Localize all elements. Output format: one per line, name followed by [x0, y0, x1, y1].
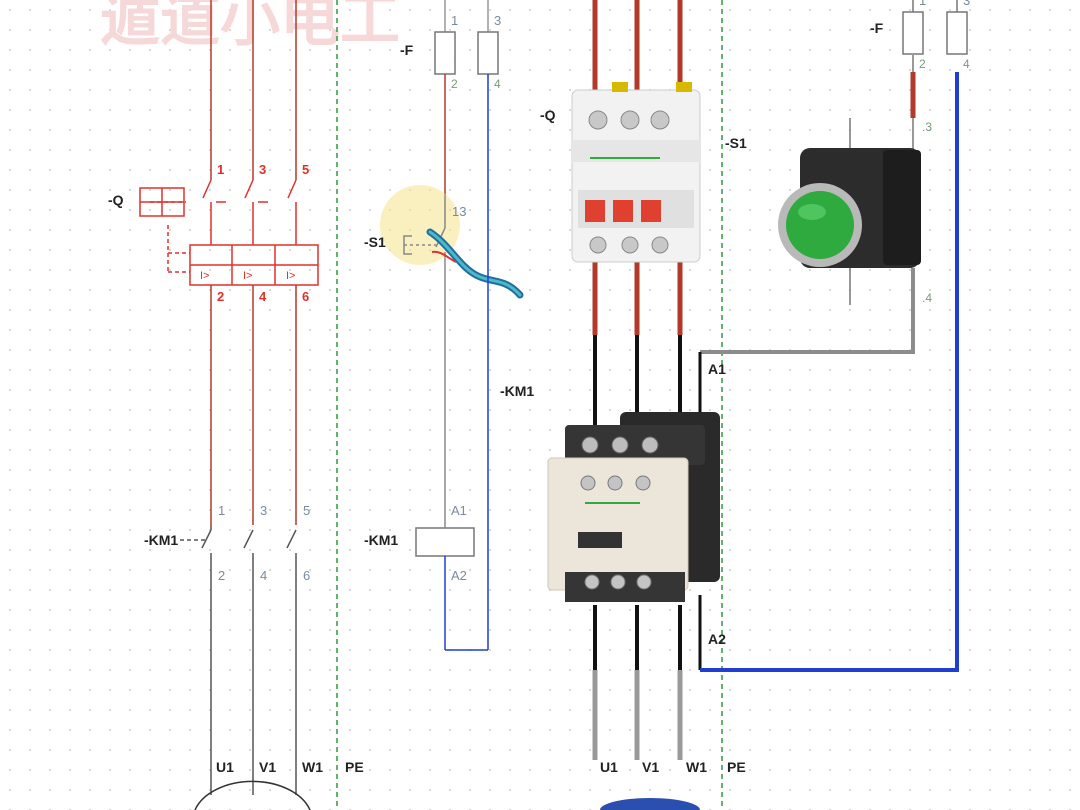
contactor-terminal-3: 3 [260, 503, 267, 518]
coil-a2-wire [700, 72, 959, 672]
control-fuse-terminal-1: 1 [451, 13, 458, 28]
pe-label: PE [345, 759, 364, 775]
physical-coil-a2: A2 [708, 631, 726, 647]
contactor-terminal-5: 5 [303, 503, 310, 518]
physical-fuse-terminal-2: 2 [919, 57, 926, 71]
physical-motor-v1: V1 [642, 759, 659, 775]
physical-breaker-label: -Q [540, 107, 556, 123]
button-terminal-13: 13 [452, 204, 466, 219]
physical-motor-w1: W1 [686, 759, 707, 775]
trip-mark-1: I> [200, 270, 209, 282]
physical-wiring: -Q A1 A2 -F [540, 0, 970, 810]
power-schematic: -Q I> I> I> 1 3 5 2 4 6 -KM1 1 3 5 2 [108, 0, 364, 810]
breaker-symbol [139, 179, 319, 286]
pushbutton-symbol [403, 195, 446, 505]
breaker-terminal-6: 6 [302, 289, 309, 304]
highlight-circle [380, 185, 460, 265]
control-button-label: -S1 [364, 234, 386, 250]
contactor-terminal-6: 6 [303, 568, 310, 583]
breaker-terminal-3: 3 [259, 162, 266, 177]
control-fuse-terminal-4: 4 [494, 77, 501, 91]
control-schematic: -F 1 3 2 4 13 -S1 -KM1 -KM1 A1 A [364, 0, 534, 651]
contactor-terminal-4: 4 [260, 568, 267, 583]
physical-button-label: -S1 [725, 135, 747, 151]
breaker-terminal-2: 2 [217, 289, 224, 304]
coil-a1-wire [700, 305, 915, 354]
physical-fuse-1 [902, 11, 924, 55]
button-terminal-top: .3 [922, 120, 932, 134]
physical-fuse-2 [946, 11, 968, 55]
contactor-device [547, 412, 720, 602]
motor-symbol [194, 780, 311, 810]
coil-reference-label: -KM1 [500, 383, 534, 399]
contactor-terminal-2: 2 [218, 568, 225, 583]
breaker-terminal-5: 5 [302, 162, 309, 177]
watermark-text: 遁道小电工 [100, 0, 400, 53]
motor-terminal-u1: U1 [216, 759, 234, 775]
contactor-terminal-1: 1 [218, 503, 225, 518]
control-fuse-label: -F [400, 42, 414, 58]
green-pushbutton-device [778, 118, 921, 305]
contactor-symbol [180, 525, 297, 795]
fuse-symbol-1 [434, 31, 456, 75]
coil-terminal-a1: A1 [451, 503, 467, 518]
breaker-terminal-1: 1 [217, 162, 224, 177]
motor-device [600, 798, 700, 810]
breaker-label: -Q [108, 192, 124, 208]
circuit-breaker-device [571, 82, 701, 263]
motor-terminal-v1: V1 [259, 759, 276, 775]
coil-symbol [415, 527, 475, 557]
physical-fuse-terminal-4: 4 [963, 57, 970, 71]
breaker-terminal-4: 4 [259, 289, 267, 304]
physical-motor-u1: U1 [600, 759, 618, 775]
contactor-label: -KM1 [144, 532, 178, 548]
trip-mark-3: I> [286, 270, 295, 282]
physical-fuse-terminal-3: 3 [963, 0, 970, 8]
coil-terminal-a2: A2 [451, 568, 467, 583]
fuse-symbol-2 [477, 31, 499, 75]
control-coil-label: -KM1 [364, 532, 398, 548]
button-terminal-bottom: .4 [922, 291, 932, 305]
physical-fuse-terminal-1: 1 [919, 0, 926, 8]
physical-pe-label: PE [727, 759, 746, 775]
control-fuse-terminal-3: 3 [494, 13, 501, 28]
trip-mark-2: I> [243, 270, 252, 282]
physical-fuse-label: -F [870, 20, 884, 36]
control-fuse-terminal-2: 2 [451, 77, 458, 91]
physical-coil-a1: A1 [708, 361, 726, 377]
motor-terminal-w1: W1 [302, 759, 323, 775]
